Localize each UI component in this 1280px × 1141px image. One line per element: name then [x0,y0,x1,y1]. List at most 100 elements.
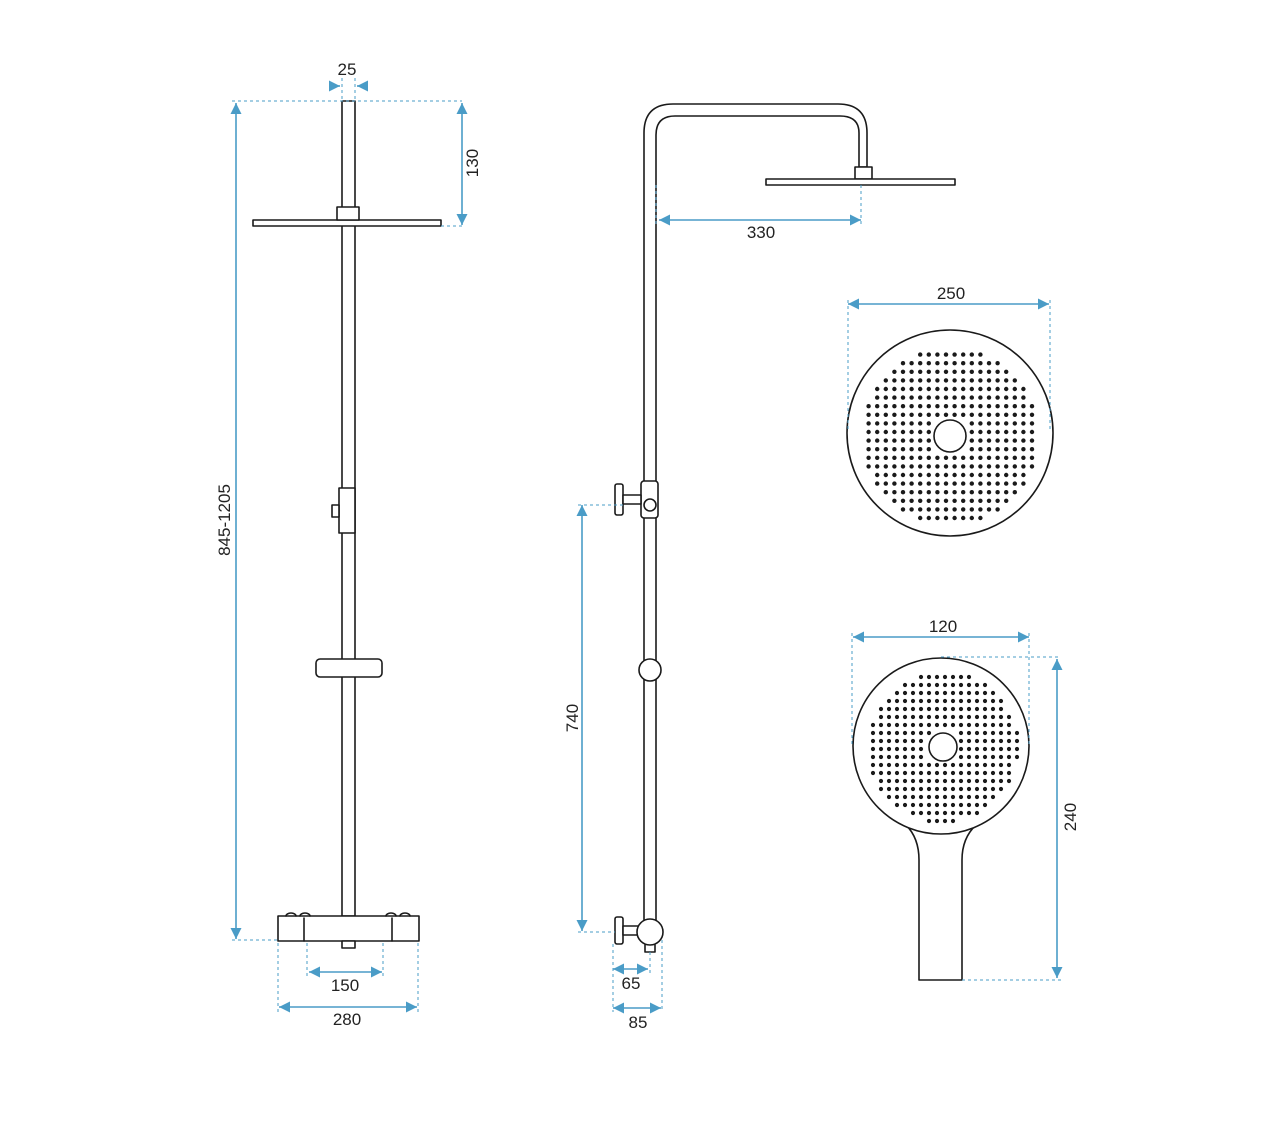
hand-nozzle-dot [982,690,988,696]
rain-nozzle-dot [866,412,871,417]
rain-nozzle-dot [918,447,923,452]
hand-nozzle-dot [950,770,956,776]
hand-nozzle-dot [926,690,932,696]
rain-nozzle-dot [961,378,966,383]
hand-nozzle-dot [894,730,900,736]
rain-nozzle-dot [875,412,880,417]
hand-nozzle-dot [966,706,972,712]
hand-nozzle-dot [878,738,884,744]
hand-nozzle-dot [910,794,916,800]
rain-nozzle-dot [900,429,906,435]
rain-nozzle-dot [892,429,897,435]
rain-nozzle-dot [961,361,966,366]
rain-nozzle-dot [900,481,906,486]
dim-label-mixer-width: 280 [333,1010,361,1029]
rain-nozzle-dot [909,464,914,469]
rain-nozzle-dot [1012,481,1017,486]
hand-nozzle-dot [1014,730,1020,736]
rain-nozzle-dot [978,352,983,357]
hand-nozzle-dot [974,746,980,752]
hand-nozzle-dot [926,818,932,824]
hand-nozzle-dot [982,722,988,728]
hand-nozzle-dot [918,690,924,696]
rain-nozzle-dot [961,404,966,409]
side-bottom-elbow [636,918,664,946]
hand-nozzle-dot [870,722,876,728]
rain-nozzle-dot [866,464,871,469]
rain-nozzle-dot [978,395,983,400]
rain-nozzle-dot [1012,438,1017,443]
hand-nozzle-dot [910,730,916,736]
hand-nozzle-dot [982,746,988,752]
side-valve-cap [643,498,657,512]
rain-nozzle-dot [1021,481,1026,486]
rain-nozzle-dot [978,455,983,460]
hand-nozzle-dot [886,706,892,712]
rain-nozzle-dot [995,490,1000,495]
hand-nozzle-dot [902,714,908,720]
hand-nozzle-dot [950,722,956,728]
hand-nozzle-dot [998,714,1004,720]
hand-nozzle-dot [990,738,996,744]
rain-nozzle-dot [935,361,940,366]
hand-nozzle-dot [1006,730,1012,736]
side-rain-head-plate [765,178,956,186]
rain-nozzle-dot [961,498,966,503]
rain-nozzle-dot [961,369,966,374]
hand-nozzle-dot [902,682,908,688]
rain-nozzle-dot [961,481,966,486]
hand-nozzle-dot [894,754,900,760]
hand-nozzle-dot [958,746,964,752]
rain-nozzle-dot [935,352,940,357]
rain-nozzle-dot [918,386,923,392]
hand-nozzle-dot [998,762,1004,768]
hand-nozzle-dot [934,722,940,728]
dim-label-head-height: 130 [463,149,482,177]
hand-nozzle-dot [870,762,876,768]
hand-nozzle-dot [974,786,980,792]
rain-nozzle-dot [952,481,957,486]
rain-nozzle-dot [875,421,880,426]
rain-nozzle-dot [1021,429,1026,435]
hand-nozzle-dot [918,778,924,784]
hand-nozzle-dot [926,762,932,768]
rain-nozzle-dot [900,507,906,512]
front-height-adjuster [338,487,356,534]
hand-nozzle-dot [950,698,956,704]
hand-nozzle-dot [926,802,932,808]
rain-nozzle-dot [875,481,880,486]
rain-nozzle-dot [883,455,888,460]
rain-nozzle-dot [969,378,974,383]
rain-nozzle-dot [883,404,888,409]
rain-nozzle-dot [926,369,931,374]
front-mixer-outlet [341,940,356,949]
hand-nozzle-dot [990,778,996,784]
dim-label-mixer-depth: 85 [629,1013,648,1032]
rain-nozzle-dot [918,498,923,503]
hand-nozzle-dot [1006,722,1012,728]
hand-nozzle-dot [942,794,948,800]
hand-nozzle-dot [934,762,940,768]
hand-nozzle-dot [926,810,932,816]
hand-nozzle-dot [958,730,964,736]
front-mixer-knob-right [385,912,411,917]
hand-nozzle-dot [942,818,948,824]
hand-nozzle-dot [950,786,956,792]
hand-shower-view [852,657,1030,981]
hand-nozzle-dot [966,762,972,768]
hand-nozzle-dot [974,810,980,816]
rain-nozzle-dot [978,490,983,495]
rain-nozzle-dot [978,481,983,486]
rain-nozzle-dot [926,421,931,426]
rain-nozzle-dot [900,464,906,469]
hand-nozzle-dot [982,706,988,712]
hand-nozzle-dot [918,762,924,768]
rain-nozzle-dot [1021,438,1026,443]
rain-nozzle-dot [892,412,897,417]
rain-nozzle-dot [935,395,940,400]
hand-nozzle-dot [990,690,996,696]
hand-nozzle-dot [974,698,980,704]
hand-nozzle-dot [982,794,988,800]
rain-nozzle-dot [866,404,871,409]
hand-nozzle-dot [894,778,900,784]
